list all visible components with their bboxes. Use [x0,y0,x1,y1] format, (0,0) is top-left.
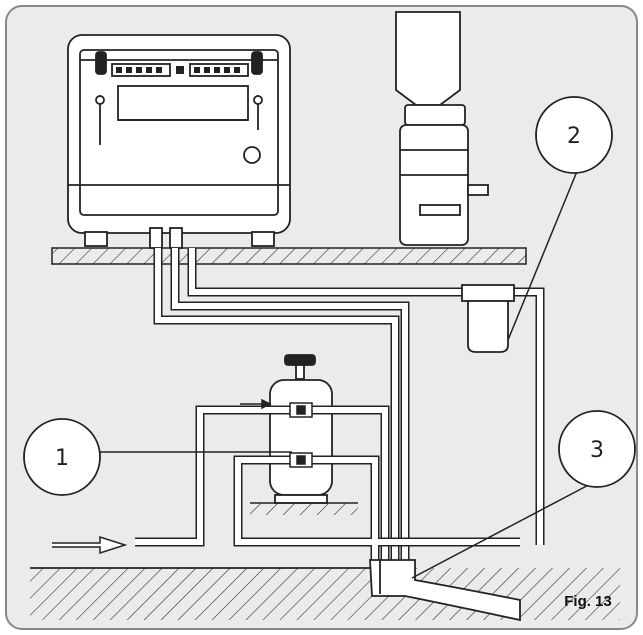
drain-icon [369,559,521,622]
callout-2-label: 2 [567,124,581,149]
espresso-machine-icon [67,34,291,249]
callout-1-label: 1 [55,446,69,471]
figure-label: Fig. 13 [564,593,612,610]
leader-lines [100,163,599,579]
counter-top [51,247,527,265]
coffee-grinder-icon [395,11,489,246]
valve-lower [289,452,313,468]
supply-pipes [153,248,545,560]
valve-upper [289,402,313,418]
callout-3-label: 3 [590,438,604,463]
softener-floor [250,502,358,515]
callout-1: 1 [23,418,101,496]
callout-3: 3 [558,410,636,488]
water-filter-icon [461,284,515,353]
softener-pipes [135,405,520,560]
ground-floor [30,567,620,620]
callout-2: 2 [535,96,613,174]
flow-arrow-icon [52,398,272,555]
